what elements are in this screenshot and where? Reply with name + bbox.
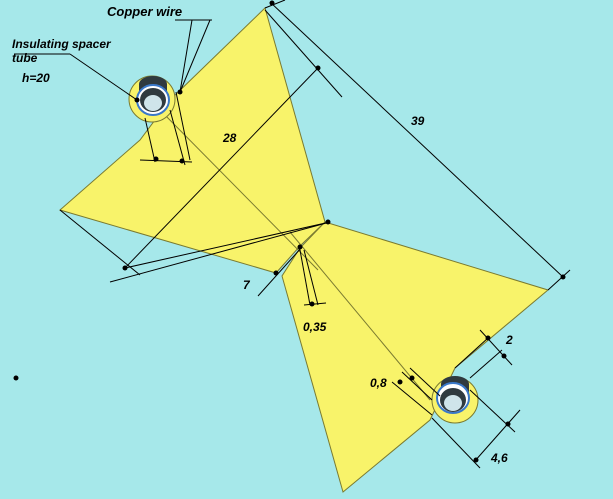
dimension-7 (257, 244, 303, 297)
spacer-tube-leader (14, 53, 140, 103)
label-spacer-height: h=20 (22, 71, 50, 85)
lower-right-plate (281, 221, 550, 493)
label-spacer-line2: tube (12, 51, 38, 65)
dimension-08 (391, 367, 441, 416)
tube-upper-dims (139, 91, 193, 166)
label-2: 2 (505, 333, 513, 347)
spacer-tube-lower (431, 376, 479, 424)
label-035: 0,35 (303, 320, 327, 334)
label-46: 4,6 (490, 451, 508, 465)
label-spacer-line1: Insulating spacer (12, 37, 112, 51)
label-28: 28 (222, 131, 237, 145)
label-7: 7 (243, 278, 251, 292)
dimension-39 (264, 0, 571, 291)
dimension-035 (299, 249, 327, 307)
marker-dot (13, 375, 19, 381)
dimension-46 (431, 389, 521, 469)
feed-slot-lower (289, 231, 431, 401)
dimension-28 (59, 9, 343, 283)
feed-slot-upper (159, 109, 319, 271)
label-copper-wire: Copper wire (107, 4, 182, 19)
label-39: 39 (411, 114, 425, 128)
dimension-2 (454, 329, 513, 379)
copper-wire-leader (175, 19, 212, 95)
label-08: 0,8 (370, 376, 387, 390)
